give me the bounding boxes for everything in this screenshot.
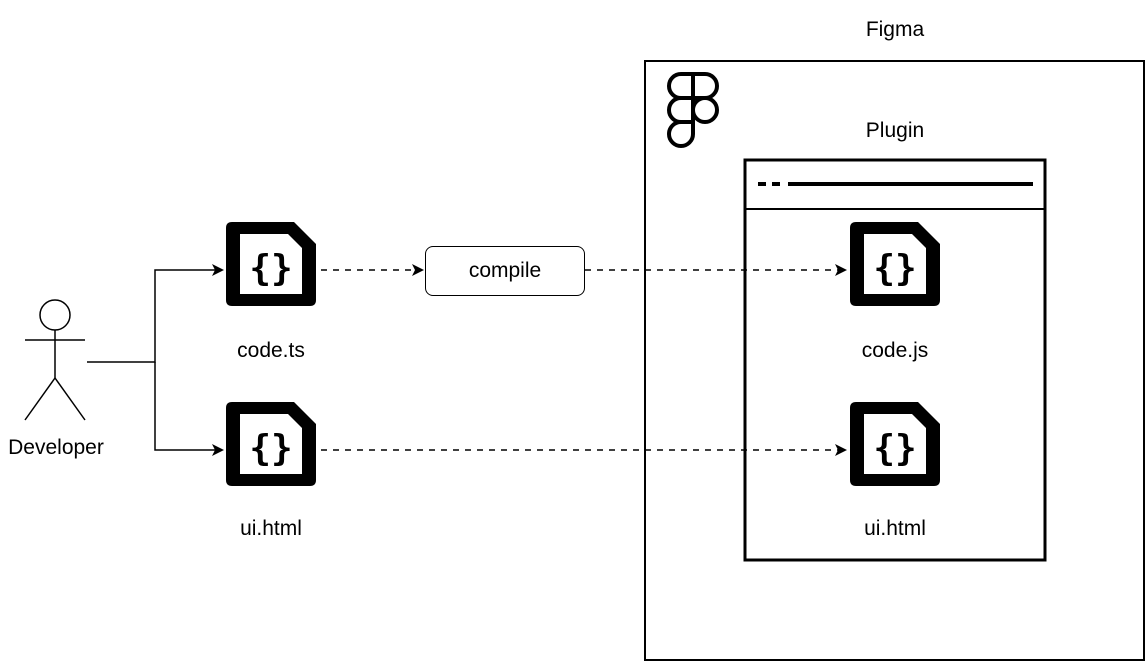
figma-container bbox=[644, 60, 1145, 661]
plugin-window bbox=[743, 158, 1047, 562]
figma-logo-icon bbox=[667, 72, 719, 148]
stick-figure-icon bbox=[24, 299, 86, 421]
code-file-icon bbox=[850, 402, 940, 486]
arrow-developer-to-ui-html bbox=[154, 362, 224, 456]
code-file-icon bbox=[226, 402, 316, 486]
flow-arrows bbox=[321, 264, 847, 456]
figma-title: Figma bbox=[865, 18, 925, 41]
arrow-developer-to-code-ts bbox=[87, 264, 224, 363]
developer-label: Developer bbox=[8, 436, 104, 459]
compile-label: compile bbox=[468, 259, 542, 282]
source-file-label-code-ts: code.ts bbox=[237, 339, 305, 362]
source-file-label-ui-html: ui.html bbox=[240, 517, 302, 540]
plugin-file-label-code-js: code.js bbox=[861, 339, 929, 362]
plugin-title: Plugin bbox=[865, 119, 925, 142]
plugin-file-label-ui-html: ui.html bbox=[864, 517, 926, 540]
compile-step: compile bbox=[425, 246, 585, 296]
developer-connectors bbox=[87, 264, 224, 456]
code-file-icon bbox=[850, 222, 940, 306]
code-file-icon bbox=[226, 222, 316, 306]
